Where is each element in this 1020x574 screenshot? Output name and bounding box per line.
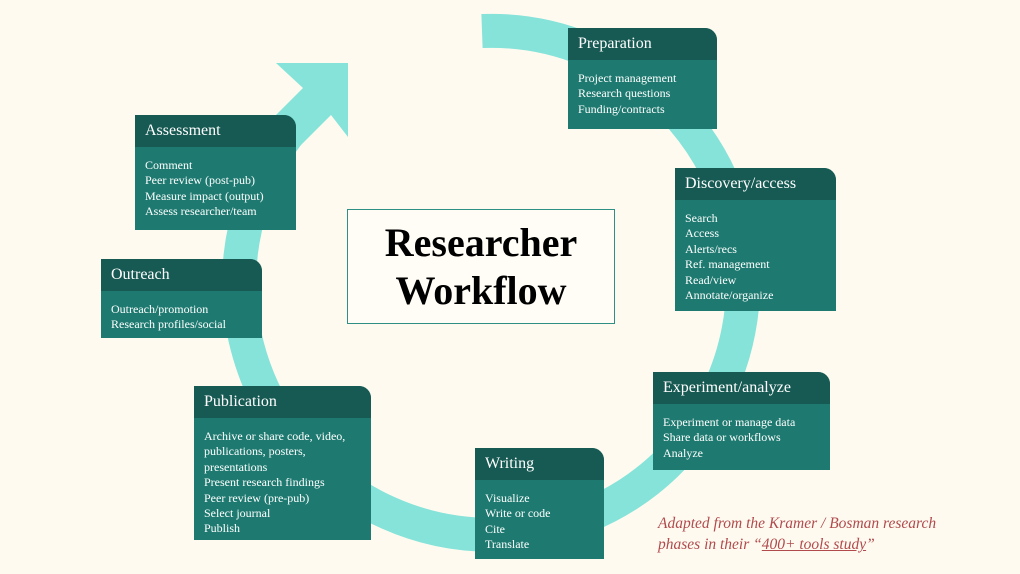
diagram-title: Researcher Workflow (347, 209, 615, 324)
phase-title: Assessment (135, 115, 296, 147)
phase-item: Comment (145, 158, 193, 172)
phase-items: Search Access Alerts/recs Ref. managemen… (675, 200, 836, 303)
phase-item: Measure impact (output) (145, 188, 264, 203)
phase-card-assessment: Assessment Comment Peer review (post-pub… (135, 115, 296, 230)
phase-items: Visualize Write or code Cite Translate (475, 480, 604, 553)
phase-item: Select journal (204, 506, 271, 521)
phase-items: Archive or share code, video, publicatio… (194, 418, 371, 537)
phase-item: Peer review (pre-pub) (204, 490, 310, 505)
phase-title: Publication (194, 386, 371, 418)
phase-item: Project management (578, 71, 677, 85)
phase-item: Share data or workflows (663, 430, 781, 445)
credit-line-1: Adapted from the Kramer / Bosman researc… (658, 515, 937, 532)
phase-item: Research profiles/social (111, 317, 226, 332)
phase-item: Assess researcher/team (145, 204, 257, 219)
phase-card-publication: Publication Archive or share code, video… (194, 386, 371, 540)
phase-item: Funding/contracts (578, 101, 665, 116)
phase-item: Visualize (485, 491, 530, 505)
phase-title: Writing (475, 448, 604, 480)
phase-item: publications, posters, (204, 444, 306, 459)
tools-study-link[interactable]: 400+ tools study (761, 536, 867, 553)
phase-item: Present research findings (204, 475, 325, 490)
title-line-1: Researcher (384, 219, 578, 265)
credit-suffix: ” (866, 536, 875, 553)
phase-item: Outreach/promotion (111, 302, 209, 316)
phase-title: Experiment/analyze (653, 372, 830, 404)
phase-item: presentations (204, 459, 268, 474)
phase-title: Outreach (101, 259, 262, 291)
phase-item: Publish (204, 521, 241, 536)
phase-item: Peer review (post-pub) (145, 173, 255, 188)
phase-item: Alerts/recs (685, 241, 737, 256)
phase-item: Search (685, 211, 718, 225)
phase-items: Project management Research questions Fu… (568, 60, 717, 117)
phase-card-experiment-analyze: Experiment/analyze Experiment or manage … (653, 372, 830, 470)
phase-item: Access (685, 226, 719, 241)
phase-card-preparation: Preparation Project management Research … (568, 28, 717, 129)
title-line-2: Workflow (395, 267, 567, 313)
phase-item: Experiment or manage data (663, 415, 796, 429)
phase-item: Annotate/organize (685, 288, 774, 303)
phase-item: Analyze (663, 445, 703, 460)
phase-item: Write or code (485, 506, 551, 521)
phase-card-discovery-access: Discovery/access Search Access Alerts/re… (675, 168, 836, 311)
credit-prefix: phases in their “ (658, 536, 762, 553)
phase-item: Research questions (578, 86, 671, 101)
phase-card-writing: Writing Visualize Write or code Cite Tra… (475, 448, 604, 559)
phase-title: Discovery/access (675, 168, 836, 200)
phase-item: Archive or share code, video, (204, 429, 346, 443)
phase-items: Outreach/promotion Research profiles/soc… (101, 291, 262, 333)
phase-item: Translate (485, 537, 530, 552)
phase-item: Read/view (685, 272, 737, 287)
credit-line-2: phases in their “400+ tools study” (658, 534, 998, 555)
phase-item: Ref. management (685, 257, 770, 272)
phase-card-outreach: Outreach Outreach/promotion Research pro… (101, 259, 262, 338)
phase-title: Preparation (568, 28, 717, 60)
phase-items: Experiment or manage data Share data or … (653, 404, 830, 461)
phase-item: Cite (485, 521, 505, 536)
phase-items: Comment Peer review (post-pub) Measure i… (135, 147, 296, 220)
source-credit: Adapted from the Kramer / Bosman researc… (658, 513, 998, 555)
